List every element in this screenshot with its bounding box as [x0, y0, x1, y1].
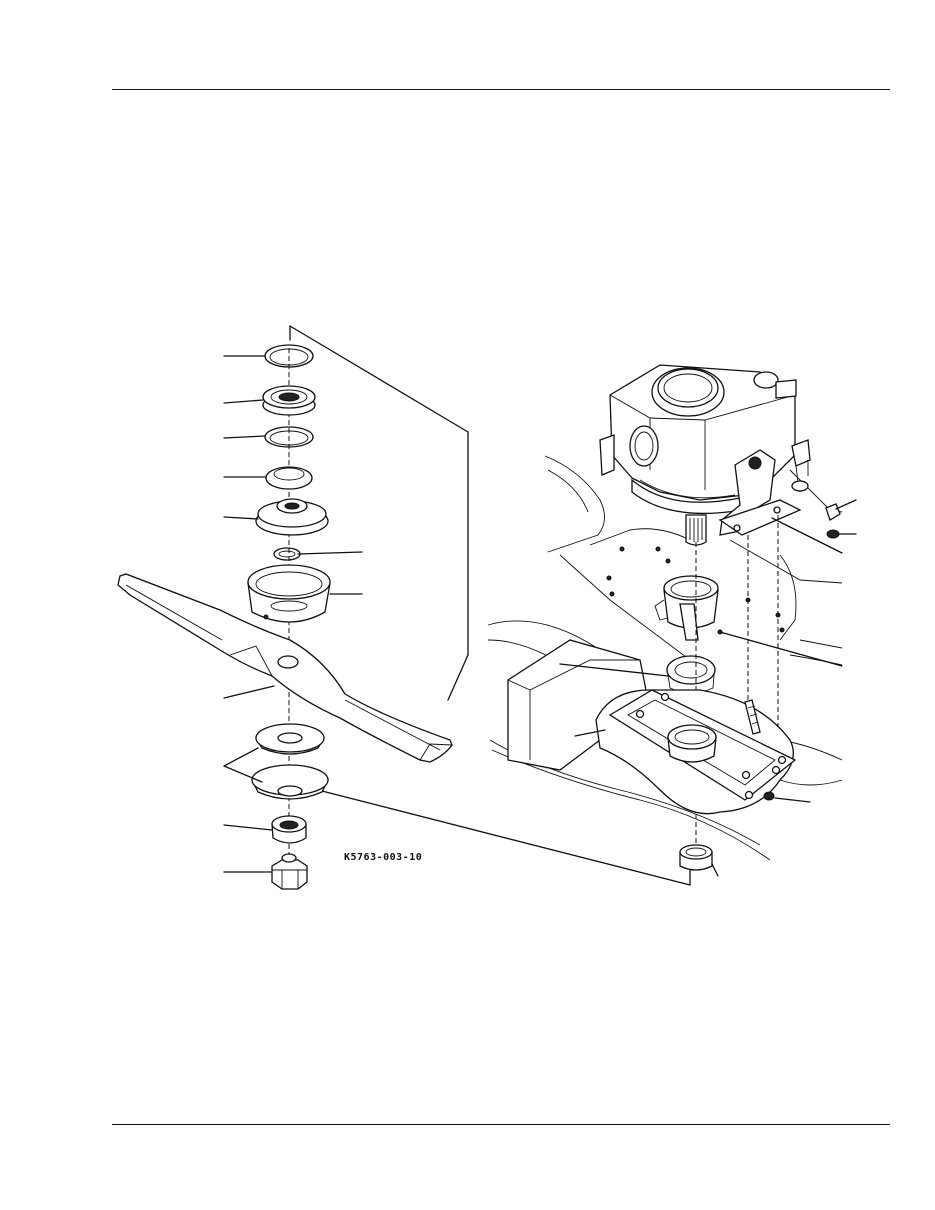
output-shaft [685, 514, 707, 546]
snap-ring-lower [264, 426, 314, 448]
figure-reference-code: K5763-003-10 [344, 852, 423, 863]
spring-washer [271, 815, 307, 844]
blade-hub [255, 498, 329, 536]
footer-rule [112, 1124, 890, 1125]
split-sleeve [654, 575, 719, 641]
snap-ring-upper [264, 344, 314, 368]
grease-fitting [825, 503, 841, 539]
washer-upper [255, 723, 325, 755]
plate-seal [667, 724, 717, 763]
circlip [273, 547, 301, 561]
gearbox [599, 364, 802, 536]
bushing [679, 844, 713, 871]
ball-bearing [262, 385, 316, 416]
oil-seal [265, 466, 313, 490]
spring-pin [744, 699, 761, 735]
mounting-bolt [791, 439, 811, 492]
header-rule [112, 89, 890, 90]
washer-lower [250, 764, 330, 800]
hex-nut [271, 853, 308, 890]
callout-leaders-right [559, 499, 857, 877]
mower-blade [117, 573, 453, 763]
blade-cup [247, 564, 331, 623]
callout-leaders-left [223, 355, 363, 873]
housing-seal [666, 655, 716, 694]
set-screw [763, 791, 775, 801]
panel-divider [289, 325, 691, 886]
